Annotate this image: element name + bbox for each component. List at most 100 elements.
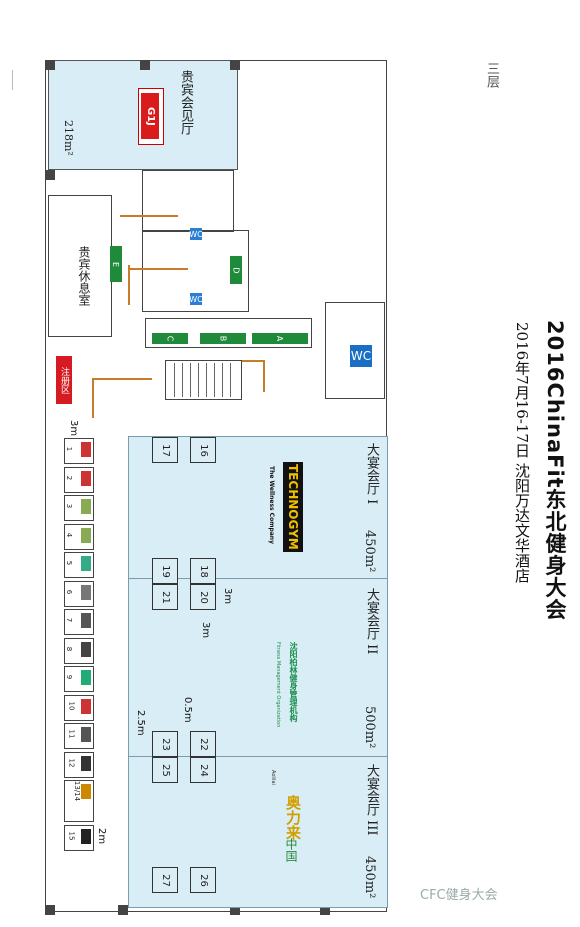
stall-number: 1 — [65, 446, 74, 452]
exhibitor-logo-icon — [81, 499, 91, 514]
pillar — [320, 905, 330, 915]
door-c: C — [152, 333, 188, 344]
exhibitor-logo-icon — [81, 828, 91, 844]
stall-number: 15 — [67, 831, 76, 840]
flow-arrow — [220, 360, 265, 362]
flow-arrow — [128, 268, 188, 270]
booth-25[interactable]: 25 — [152, 757, 178, 783]
booth-20[interactable]: 20 — [190, 584, 216, 610]
exhibitor-logo-icon — [81, 613, 91, 628]
booth-21[interactable]: 21 — [152, 584, 178, 610]
aolilai-en-label: Aolilai — [270, 770, 276, 786]
booth-27[interactable]: 27 — [152, 867, 178, 893]
dimension-label: 3m — [68, 420, 79, 437]
door-b: B — [200, 333, 246, 344]
vip-hall-name: 贵宾会见厅 — [178, 70, 193, 135]
exhibitor-logo-icon — [81, 442, 91, 457]
pillar — [45, 905, 55, 915]
stall-1[interactable]: 1 — [64, 438, 94, 464]
exhibitor-logo-icon — [81, 470, 91, 486]
aolilai-china-label: 中国 — [284, 838, 298, 862]
stall-3[interactable]: 3 — [64, 495, 94, 521]
dimension-label: 0.5m — [182, 697, 193, 723]
booth-16[interactable]: 16 — [190, 437, 216, 463]
map-subtitle: 2016年7月16-17日 沈阳万达文华酒店 — [513, 322, 531, 583]
flow-arrow — [92, 378, 152, 380]
stall-5[interactable]: 5 — [64, 552, 94, 578]
technogym-tagline: The Wellness Company — [268, 466, 275, 544]
watermark: CFC健身大会 — [420, 888, 498, 903]
ballroom-2-area: 500m² — [362, 706, 377, 749]
stall-11[interactable]: 11 — [64, 723, 94, 749]
dimension-label: 2m — [96, 828, 107, 845]
floor-label: 三层 — [484, 62, 499, 88]
stall-2[interactable]: 2 — [64, 466, 94, 493]
stall-12[interactable]: 12 — [64, 751, 94, 778]
stall-number: 10 — [67, 701, 76, 710]
corridor-wall — [145, 318, 312, 348]
stall-10[interactable]: 10 — [64, 694, 94, 721]
booth-26[interactable]: 26 — [190, 867, 216, 893]
ballroom-1-name: 大宴会厅 I — [364, 443, 379, 505]
stall-number: 11 — [67, 729, 76, 739]
page-edge-mark — [12, 70, 13, 90]
exhibitor-logo-icon — [81, 755, 91, 771]
flow-arrow — [120, 215, 178, 217]
shenyang-fitness-en: Fitness Management Organization — [275, 642, 281, 728]
pillar — [230, 905, 240, 915]
side-room — [325, 302, 385, 399]
exhibitor-logo-icon — [81, 670, 91, 685]
restroom-icon: WC — [189, 293, 203, 305]
door-a: A — [252, 333, 308, 344]
stall-8[interactable]: 8 — [64, 637, 94, 664]
stall-15[interactable]: 15 — [64, 824, 94, 851]
vip-lounge-label: 贵宾休息室 — [77, 246, 91, 306]
flow-arrow — [128, 265, 130, 305]
booth-23[interactable]: 23 — [152, 731, 178, 757]
stall-number: 7 — [65, 617, 74, 623]
pillar — [45, 170, 55, 180]
stall-number: 9 — [65, 674, 74, 680]
stall-number: 4 — [65, 532, 74, 537]
map-title: 2016ChinaFit东北健身大会 — [543, 320, 567, 621]
booth-24[interactable]: 24 — [190, 757, 216, 783]
stall-number: 8 — [65, 646, 74, 651]
stall-number: 5 — [65, 560, 74, 566]
booth-22[interactable]: 22 — [190, 731, 216, 757]
stall-7[interactable]: 7 — [64, 609, 94, 635]
stall-number: 6 — [65, 589, 74, 594]
stall-4[interactable]: 4 — [64, 523, 94, 550]
stall-number: 13/14 — [73, 780, 82, 802]
staircase — [165, 360, 242, 400]
ballroom-2-name: 大宴会厅 II — [364, 588, 379, 655]
service-room — [142, 170, 234, 232]
dimension-label: 2.5m — [135, 710, 146, 736]
flow-arrow — [263, 360, 265, 392]
ballroom-3-area: 450m² — [362, 856, 377, 899]
exhibitor-logo-icon — [81, 784, 91, 799]
booth-17[interactable]: 17 — [152, 437, 178, 463]
stall-13-14[interactable]: 13/14 — [64, 780, 94, 822]
stall-number: 2 — [65, 475, 74, 480]
exhibitor-logo-icon — [81, 584, 91, 600]
shenyang-fitness-logo: 沈阳柏林健身管理机构 — [289, 642, 298, 722]
ballroom-3-name: 大宴会厅 III — [364, 764, 379, 836]
dimension-label: 3m — [222, 588, 233, 605]
exhibitor-logo-icon — [81, 556, 91, 571]
exhibitor-logo-icon — [81, 698, 91, 714]
vip-logo-text: G1J — [141, 93, 159, 139]
booth-19[interactable]: 19 — [152, 558, 178, 584]
stall-6[interactable]: 6 — [64, 580, 94, 607]
booth-18[interactable]: 18 — [190, 558, 216, 584]
dimension-label: 3m — [200, 622, 211, 639]
registration-area: 注册区 — [56, 356, 72, 404]
exhibitor-logo-icon — [81, 727, 91, 742]
stall-9[interactable]: 9 — [64, 666, 94, 692]
vip-hall-area: 218m² — [62, 120, 75, 156]
pillar — [140, 60, 150, 70]
vip-hall-logo: G1J — [138, 88, 164, 145]
pillar — [230, 60, 240, 70]
stall-number: 3 — [65, 503, 74, 509]
pillar — [118, 905, 128, 915]
flow-arrow — [92, 378, 94, 418]
